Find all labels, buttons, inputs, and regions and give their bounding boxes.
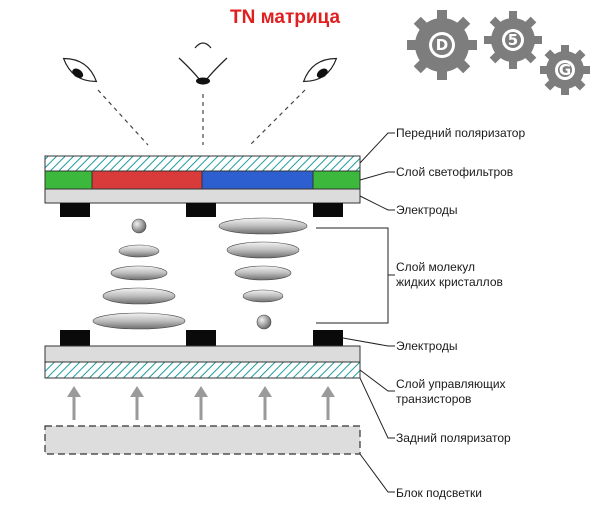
eye-icon-left (62, 57, 98, 83)
lc-molecules-left (92, 218, 186, 330)
leader-lines (316, 132, 395, 493)
electrode (186, 203, 216, 217)
bottom-electrodes (60, 330, 343, 346)
logo-letter: D (436, 36, 448, 54)
filter-blue (201, 170, 314, 190)
diagram-title: TN матрица (230, 7, 340, 28)
label-front-polarizer: Передний поляризатор (396, 126, 525, 140)
electrode (313, 203, 343, 217)
view-lines (97, 89, 306, 146)
gear-icon: 5 (484, 11, 542, 69)
transistor-layer (44, 361, 361, 379)
backlight-block (44, 425, 361, 455)
gear-icon: D (407, 10, 477, 80)
light-arrows (67, 386, 335, 420)
bottom-glass (44, 345, 361, 363)
electrode (313, 330, 343, 346)
label-color-filters: Слой светофильтров (396, 165, 513, 179)
filter-red (91, 170, 203, 190)
label-transistors-line1: Слой управляющих (396, 377, 506, 391)
arrow-up-icon (194, 386, 208, 420)
label-electrodes-bottom: Электроды (396, 339, 458, 353)
filter-green-right (312, 170, 361, 190)
arrow-up-icon (130, 386, 144, 420)
gear-icon: G (540, 45, 590, 95)
filter-green-left (44, 170, 93, 190)
eye-icon-right (302, 57, 338, 83)
label-lc-line2: жидких кристаллов (396, 275, 503, 289)
top-electrodes (60, 203, 343, 217)
logo: D 5 (407, 10, 590, 95)
label-rear-polarizer: Задний поляризатор (396, 431, 511, 445)
label-electrodes-top: Электроды (396, 203, 458, 217)
arrow-up-icon (321, 386, 335, 420)
top-glass (44, 188, 361, 204)
label-transistors-line2: транзисторов (396, 392, 471, 406)
label-backlight: Блок подсветки (396, 486, 482, 500)
front-polarizer (44, 155, 361, 172)
electrode (60, 203, 90, 217)
arrow-up-icon (258, 386, 272, 420)
logo-letter: 5 (508, 31, 518, 49)
electrode (186, 330, 216, 346)
lc-molecules-right (218, 217, 308, 330)
logo-letter: G (559, 61, 571, 79)
eye-icon-center (178, 42, 228, 86)
color-filter-layer (44, 170, 361, 190)
arrow-up-icon (67, 386, 81, 420)
electrode (60, 330, 90, 346)
label-lc-line1: Слой молекул (396, 260, 475, 274)
